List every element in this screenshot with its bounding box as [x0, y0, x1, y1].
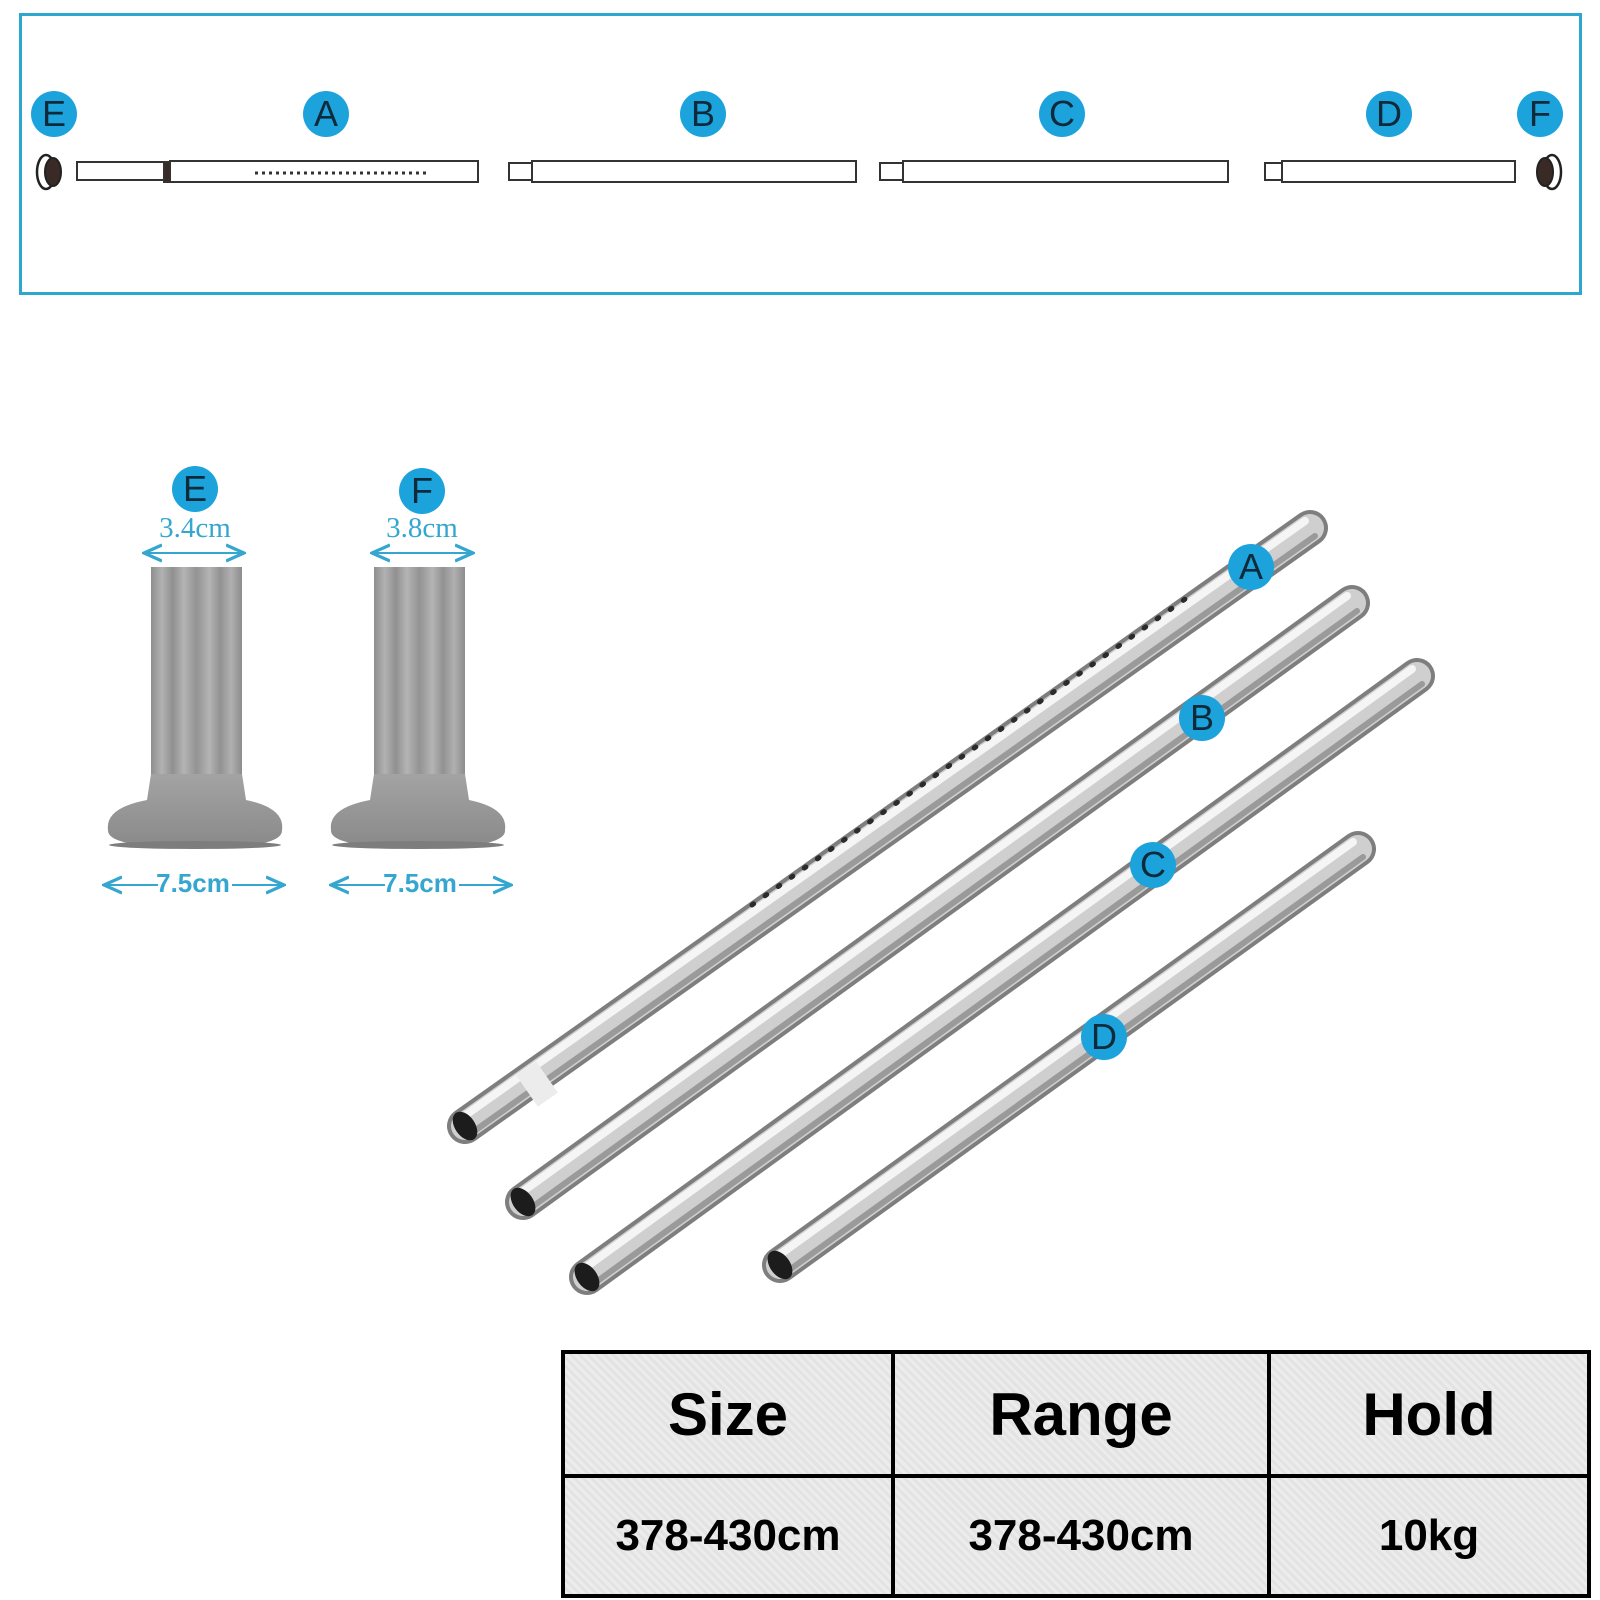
label-c-badge: C: [1039, 91, 1085, 137]
label-d-badge: D: [1366, 91, 1412, 137]
spec-header-row: Size Range Hold: [561, 1350, 1591, 1478]
end-cap-e-image: [107, 567, 283, 849]
spec-value-row: 378-430cm 378-430cm 10kg: [561, 1474, 1591, 1598]
end-caps-drawing: [0, 0, 560, 920]
tube-c-outline: [879, 160, 1229, 183]
spec-table: Size Range Hold 378-430cm 378-430cm 10kg: [561, 1350, 1591, 1598]
end-cap-f-icon: [1536, 153, 1563, 191]
end-cap-f-top-width: 3.8cm: [386, 512, 458, 544]
spec-value-hold: 10kg: [1267, 1474, 1591, 1598]
assembly-tubes-drawing: [35, 153, 1563, 191]
tube-a-badge: A: [1228, 544, 1274, 590]
assembly-diagram-frame: [19, 13, 1582, 295]
tube-b-outline: [508, 160, 857, 183]
tubes-product-image: [447, 510, 1435, 1295]
tube-c-badge: C: [1130, 842, 1176, 888]
tube-d-outline: [1264, 160, 1516, 183]
end-cap-f-image: [330, 567, 506, 849]
label-e-badge: E: [31, 91, 77, 137]
spec-header-hold: Hold: [1267, 1350, 1591, 1478]
end-cap-f-base-width: 7.5cm: [383, 868, 457, 898]
label-f-badge: F: [1517, 91, 1563, 137]
label-b-badge: B: [680, 91, 726, 137]
tube-b-badge: B: [1179, 695, 1225, 741]
spec-header-size: Size: [561, 1350, 895, 1478]
tube-d-image: [762, 831, 1376, 1283]
spec-value-range: 378-430cm: [891, 1474, 1271, 1598]
end-cap-e-base-width: 7.5cm: [156, 868, 230, 898]
tube-a-image: [447, 510, 1328, 1144]
tube-c-image: [569, 658, 1435, 1295]
label-a-badge: A: [303, 91, 349, 137]
end-cap-e-top-width: 3.4cm: [159, 512, 231, 544]
tube-a-outline: [76, 160, 479, 183]
tube-d-badge: D: [1081, 1014, 1127, 1060]
spec-value-size: 378-430cm: [561, 1474, 895, 1598]
end-cap-f-badge: F: [399, 468, 445, 514]
end-cap-e-badge: E: [172, 466, 218, 512]
end-cap-e-icon: [35, 153, 62, 191]
spec-header-range: Range: [891, 1350, 1271, 1478]
tube-b-image: [505, 585, 1370, 1220]
